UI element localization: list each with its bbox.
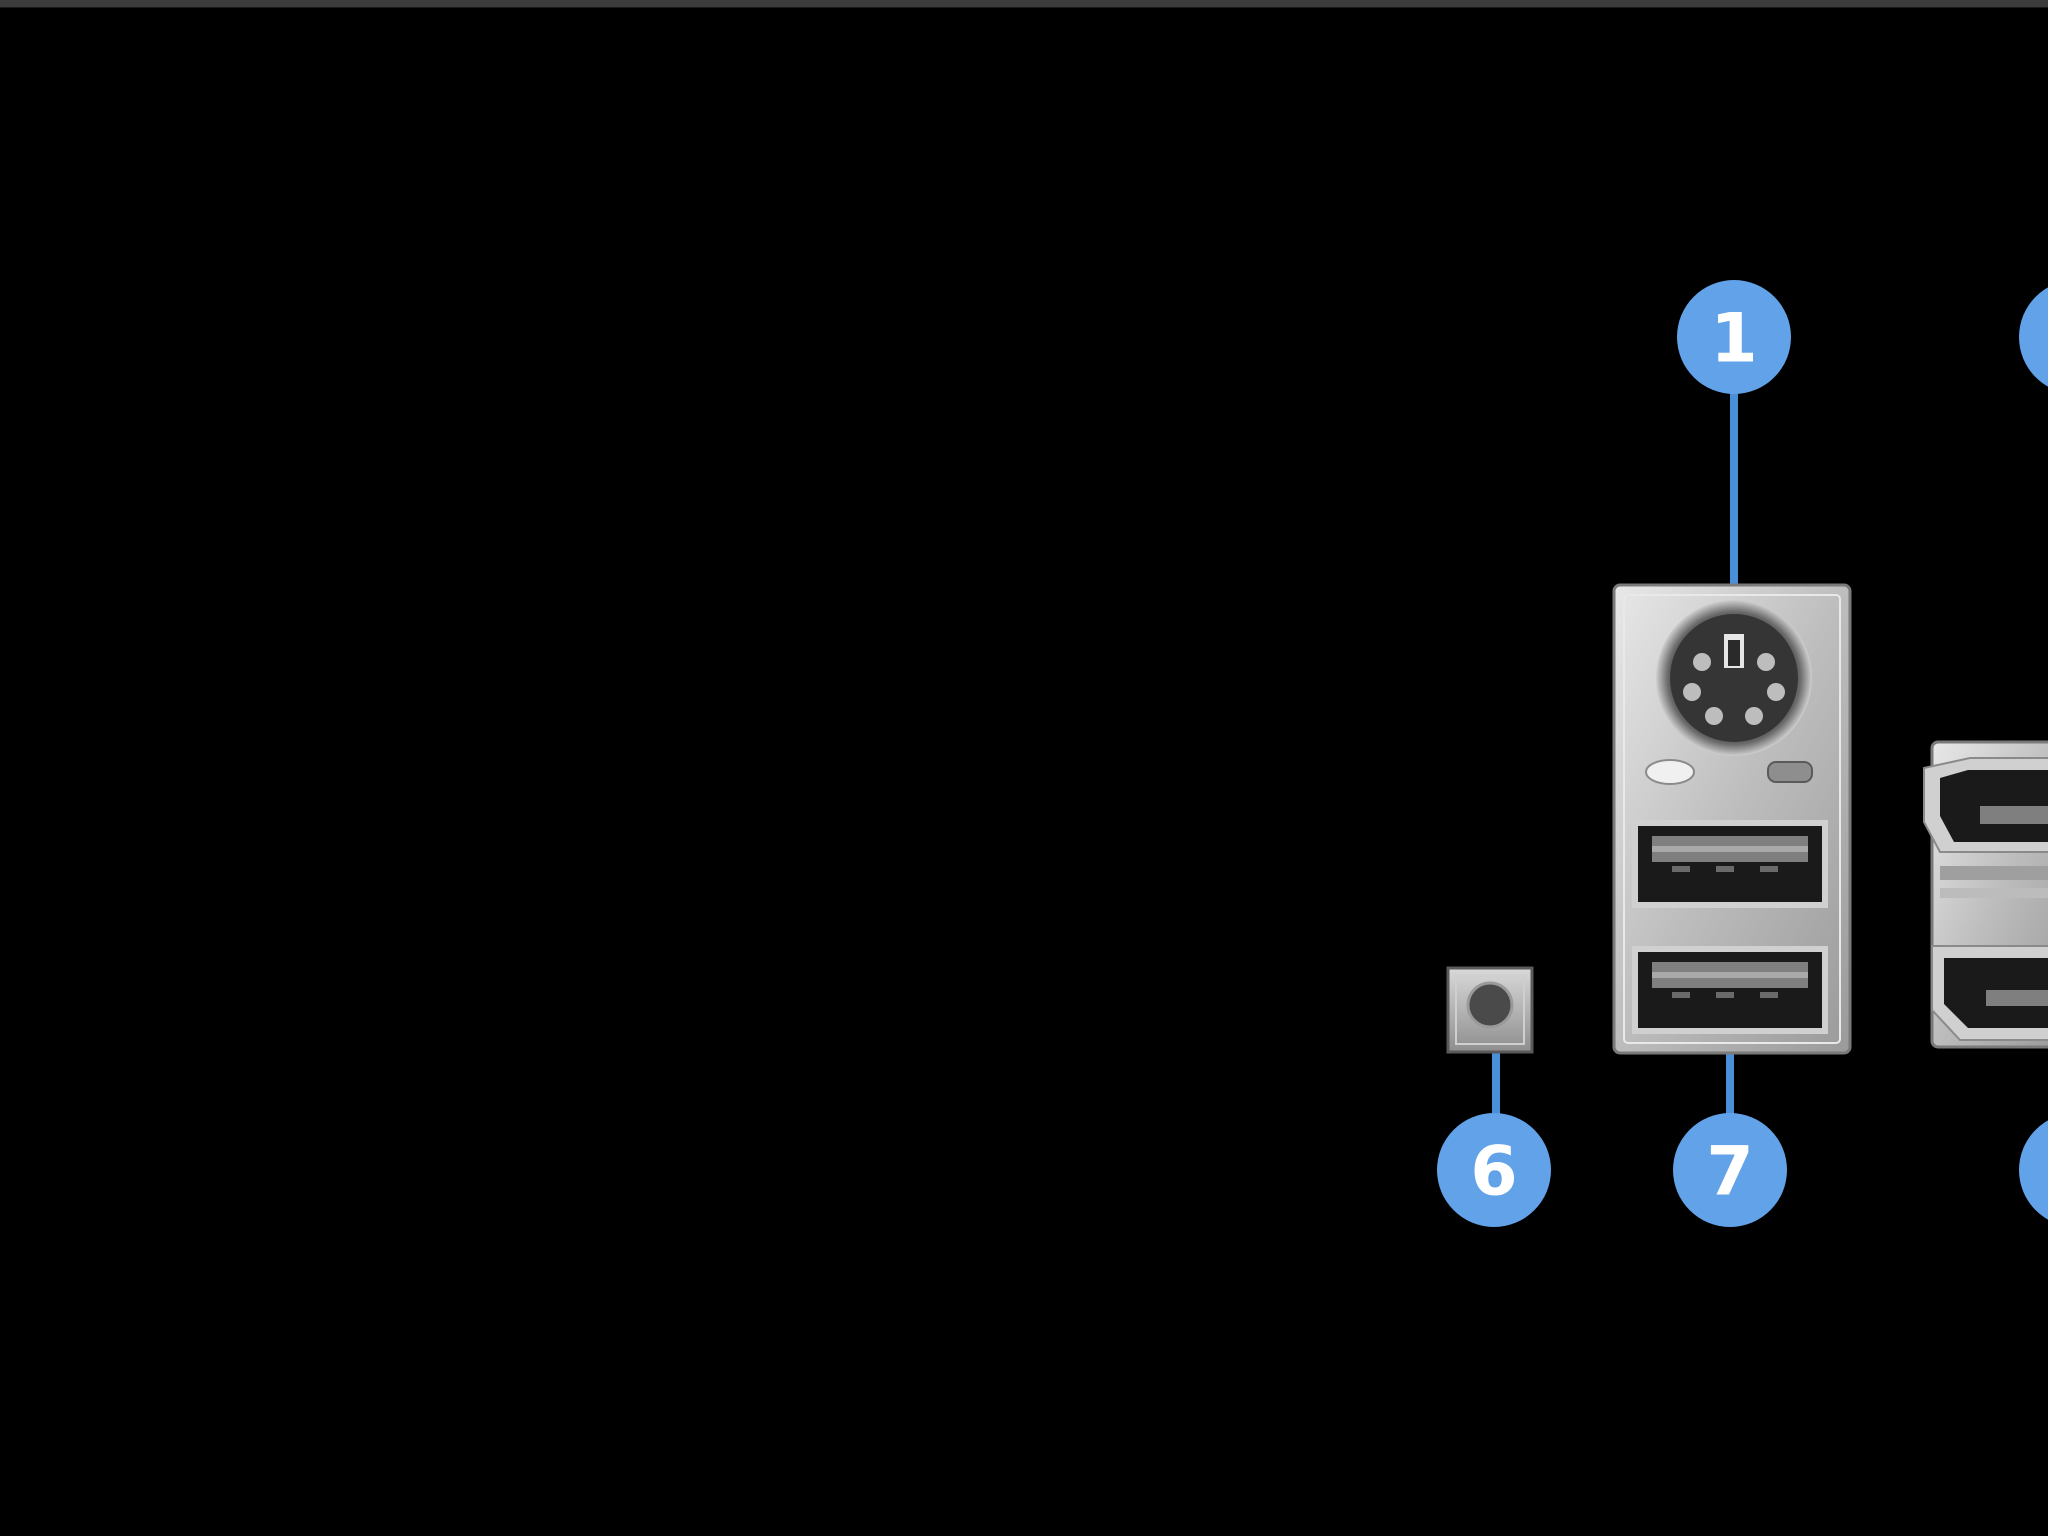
callout-label-6: 6 bbox=[1470, 1133, 1517, 1212]
callout-1: 1 bbox=[1677, 280, 1791, 394]
callout-label-7: 7 bbox=[1706, 1133, 1753, 1212]
usb-a-port-icon bbox=[1632, 946, 1828, 1034]
ps2-usb-bracket bbox=[1612, 583, 1852, 1055]
hdmi-port-icon bbox=[1931, 945, 2048, 1041]
clear-cmos-button-icon bbox=[1446, 966, 1534, 1054]
callout-partial-top bbox=[2019, 287, 2048, 387]
callout-6: 6 bbox=[1437, 1113, 1551, 1227]
ps2-port-icon bbox=[1656, 600, 1812, 756]
window-top-border bbox=[0, 0, 2048, 8]
usb-a-port-icon bbox=[1632, 820, 1828, 908]
dp-hdmi-bracket bbox=[1923, 740, 2048, 1049]
displayport-port-icon bbox=[1923, 757, 2048, 853]
callout-7: 7 bbox=[1673, 1113, 1787, 1227]
callout-label-1: 1 bbox=[1710, 300, 1757, 379]
callout-partial-bottom bbox=[2019, 1120, 2048, 1220]
